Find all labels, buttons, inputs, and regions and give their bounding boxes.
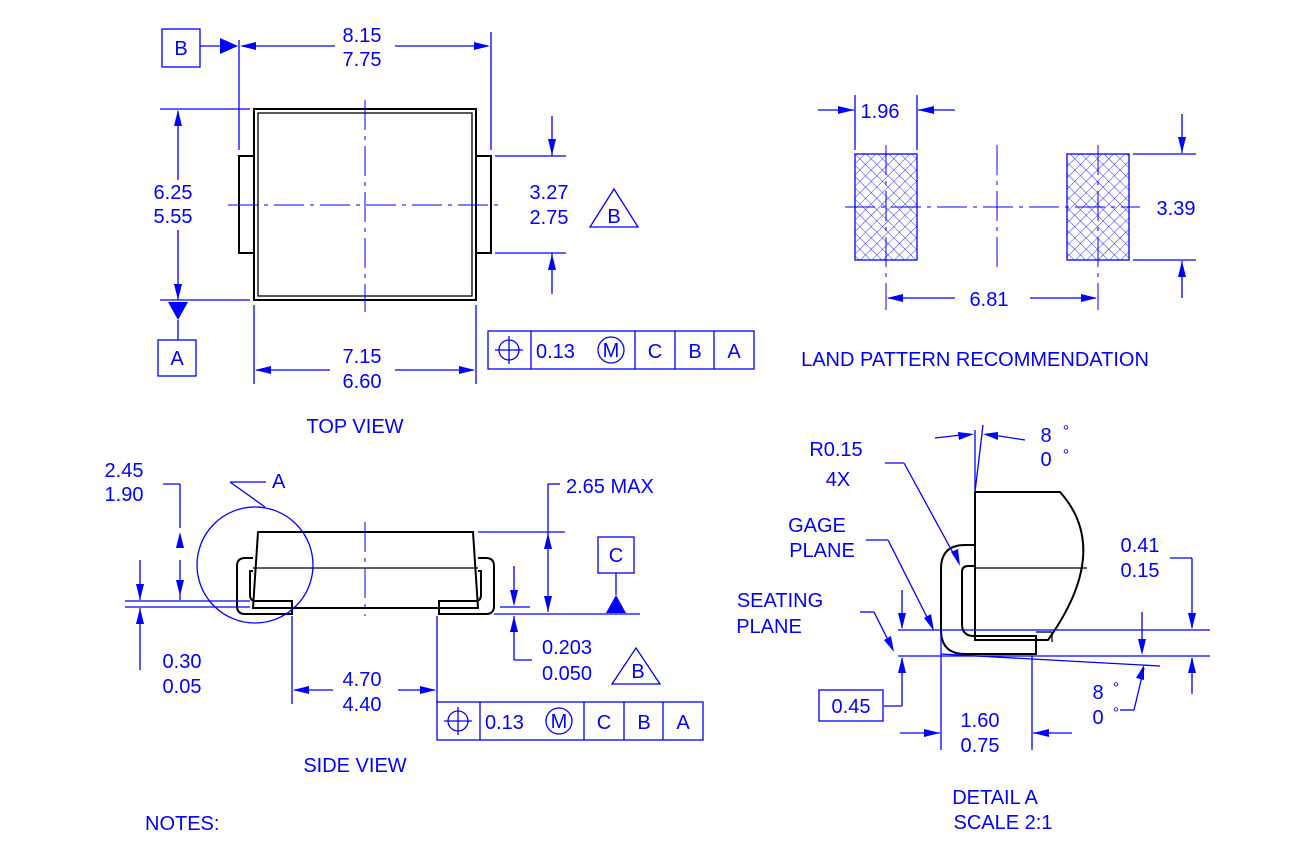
- dim-lead-min: 2.75: [530, 207, 569, 229]
- dim-lead-max: 3.27: [530, 182, 569, 204]
- dim-standoff-min: 1.90: [105, 484, 144, 506]
- angle-top-min-deg: °: [1063, 447, 1069, 464]
- detail-a: 8 ° 0 ° R0.15 4X GAGE PLANE SEATING PLAN…: [736, 423, 1210, 834]
- top-view-caption: TOP VIEW: [306, 416, 403, 438]
- angle-bot-min-deg: °: [1113, 705, 1119, 722]
- datum-c-box: [597, 536, 635, 574]
- dim-width-min: 7.75: [343, 49, 382, 71]
- datum-a-box: [157, 339, 197, 377]
- angle-top-max: 8: [1040, 425, 1051, 447]
- land-pattern-caption: LAND PATTERN RECOMMENDATION: [801, 349, 1149, 371]
- fcf-top-modifier: M: [603, 340, 620, 362]
- dim-coplan-min: 0.050: [542, 663, 592, 685]
- detail-ref-label: A: [272, 471, 286, 493]
- fcf-side-datum-1: C: [597, 712, 611, 734]
- note-b-label: B: [607, 206, 620, 228]
- datum-a-triangle: [168, 302, 188, 320]
- datum-c-label: C: [609, 545, 623, 567]
- dim-body-min: 6.60: [343, 371, 382, 393]
- dim-span-min: 4.40: [343, 694, 382, 716]
- fcf-top-tolerance: 0.13: [536, 341, 575, 363]
- fcf-top-datum-2: B: [688, 341, 701, 363]
- detail-caption-2: SCALE 2:1: [954, 812, 1053, 834]
- dim-foot-max: 0.41: [1121, 535, 1160, 557]
- land-pattern: 1.96 3.39 6.81 LAND PATTERN RECOMMENDATI…: [801, 95, 1196, 371]
- datum-b-triangle: [220, 38, 238, 54]
- angle-bot-max: 8: [1092, 682, 1103, 704]
- dim-foot-len-min: 0.75: [961, 735, 1000, 757]
- dim-pitch: 6.81: [970, 289, 1009, 311]
- dim-gage-height: 0.45: [832, 696, 871, 718]
- top-view: B 8.15 7.75 6.25 5.55 A 3.27 2.75: [154, 25, 640, 438]
- mmc-icon: [597, 336, 625, 364]
- seat-label-2: PLANE: [736, 616, 802, 638]
- fcf-top-datum-3: A: [727, 341, 741, 363]
- dim-lead-thk-min: 0.05: [163, 676, 202, 698]
- fcf-top: 0.13 M C B A: [487, 330, 755, 370]
- side-lead-right: [438, 557, 495, 615]
- note-b2-triangle: [610, 646, 662, 685]
- gage-label-2: PLANE: [789, 540, 855, 562]
- note-b-triangle: [588, 187, 640, 228]
- detail-body: [974, 491, 1085, 641]
- radius-label: R0.15: [809, 439, 862, 461]
- fcf-side-tolerance: 0.13: [485, 712, 524, 734]
- dim-height-max: 6.25: [154, 182, 193, 204]
- angle-top-min: 0: [1040, 449, 1051, 471]
- fcf-side-datum-2: B: [637, 712, 650, 734]
- datum-b-box: [161, 28, 201, 68]
- fcf-side: 0.13 M C B A: [436, 701, 704, 741]
- dim-coplan-max: 0.203: [542, 637, 592, 659]
- dim-foot-len-max: 1.60: [961, 710, 1000, 732]
- dim-lead-thk-max: 0.30: [163, 651, 202, 673]
- dim-pad-width: 1.96: [861, 101, 900, 123]
- gage-label-1: GAGE: [788, 515, 846, 537]
- angle-top-max-deg: °: [1063, 423, 1069, 440]
- angle-bot-max-deg: °: [1113, 680, 1119, 697]
- datum-a-label: A: [170, 348, 184, 370]
- gage-height-box: [818, 689, 884, 722]
- dim-height-max-side: 2.65 MAX: [566, 476, 654, 498]
- side-view: A 2.45 1.90 0.30 0.05 2.65 MAX C: [105, 460, 662, 777]
- dim-height-min: 5.55: [154, 206, 193, 228]
- fcf-top-datum-1: C: [648, 341, 662, 363]
- dim-standoff-max: 2.45: [105, 460, 144, 482]
- detail-lead: [940, 544, 1037, 655]
- datum-c-triangle: [606, 595, 626, 613]
- side-view-caption: SIDE VIEW: [303, 755, 406, 777]
- fcf-side-modifier: M: [551, 711, 568, 733]
- dim-width-max: 8.15: [343, 25, 382, 47]
- dim-foot-min: 0.15: [1121, 560, 1160, 582]
- side-body: [251, 531, 480, 609]
- notes-label: NOTES:: [145, 813, 219, 835]
- side-lead-left: [236, 557, 293, 615]
- fcf-side-datum-3: A: [676, 712, 690, 734]
- seat-label-1: SEATING: [737, 590, 823, 612]
- detail-caption-1: DETAIL A: [952, 787, 1038, 809]
- dim-body-max: 7.15: [343, 346, 382, 368]
- detail-a-circle: [196, 506, 314, 624]
- dim-span-max: 4.70: [343, 669, 382, 691]
- dim-pad-height: 3.39: [1157, 198, 1196, 220]
- radius-count: 4X: [826, 469, 850, 491]
- mmc-icon-2: [545, 707, 573, 735]
- angle-bot-min: 0: [1092, 707, 1103, 729]
- datum-b-label: B: [174, 38, 187, 60]
- note-b2-label: B: [631, 661, 644, 683]
